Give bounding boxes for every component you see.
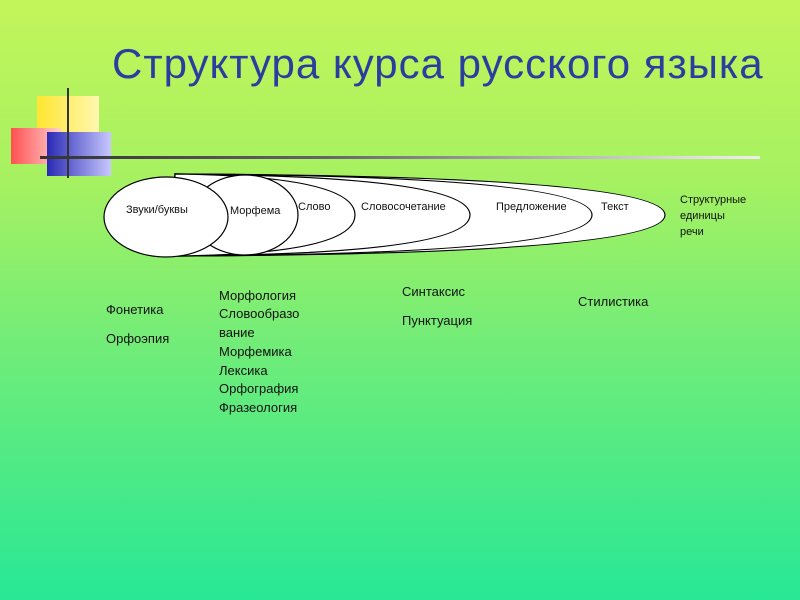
section-morphology-item-2: Словообразо	[219, 306, 300, 321]
unit-label-sentence: Предложение	[496, 201, 567, 213]
title-underline	[40, 156, 760, 159]
unit-label-text: Текст	[601, 201, 629, 213]
unit-label-word: Слово	[298, 201, 330, 213]
units-caption-line-3: речи	[680, 226, 704, 238]
section-morphology-item-3: вание	[219, 325, 255, 340]
section-syntax-item-1: Синтаксис	[402, 284, 465, 299]
decor-vertical-line	[67, 88, 69, 178]
section-morphology-item-7: Фразеология	[219, 400, 298, 415]
units-caption-line-1: Структурные	[680, 194, 746, 206]
section-morphology-item-1: Морфология	[219, 288, 297, 303]
unit-label-sounds: Звуки/буквы	[126, 204, 188, 216]
ellipse-sounds	[103, 176, 229, 258]
slide-title: Структура курса русского языка	[112, 40, 764, 87]
section-morphology-item-4: Морфемика	[219, 344, 292, 359]
section-stylistics-item-1: Стилистика	[578, 294, 649, 309]
section-phonetics-item-1: Фонетика	[106, 302, 164, 317]
unit-label-phrase: Словосочетание	[361, 201, 446, 213]
units-caption-line-2: единицы	[680, 210, 725, 222]
unit-label-morpheme: Морфема	[230, 205, 281, 217]
section-phonetics-item-2: Орфоэпия	[106, 331, 170, 346]
decor-blue-square	[47, 132, 111, 176]
section-syntax-item-2: Пунктуация	[402, 313, 473, 328]
section-morphology-item-5: Лексика	[219, 363, 268, 378]
section-morphology-item-6: Орфография	[219, 381, 299, 396]
